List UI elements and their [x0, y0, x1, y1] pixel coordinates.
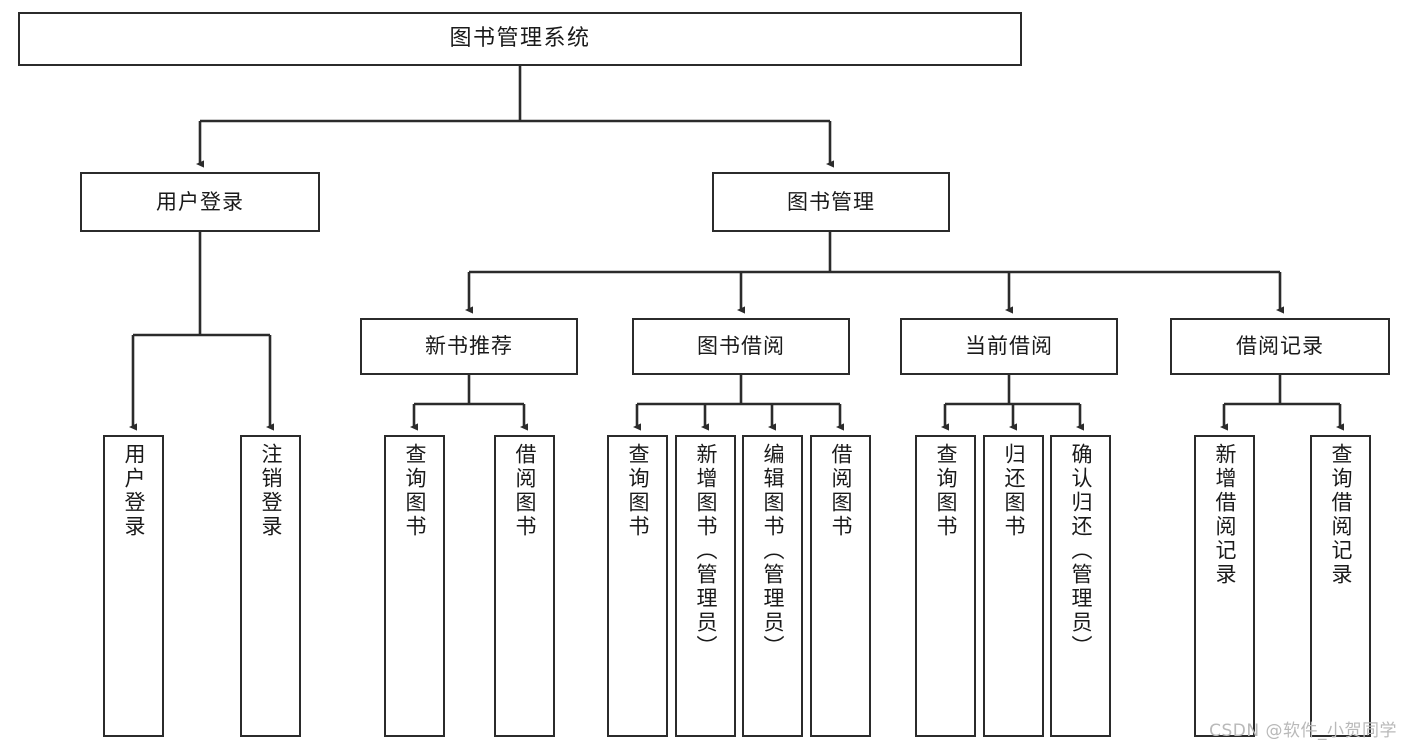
- leaf-borrow-record-1[interactable]: 查询借阅记录: [1310, 435, 1371, 737]
- node-book-borrow[interactable]: 图书借阅: [632, 318, 850, 375]
- leaf-borrow-record-1-label: 查询借阅记录: [1329, 443, 1353, 587]
- node-user-login[interactable]: 用户登录: [80, 172, 320, 232]
- node-borrow-record[interactable]: 借阅记录: [1170, 318, 1390, 375]
- leaf-user-login-0-label: 用户登录: [122, 443, 146, 539]
- node-book-borrow-label: 图书借阅: [697, 334, 785, 359]
- leaf-new-book-rec-1-label: 借阅图书: [513, 443, 537, 539]
- node-borrow-record-label: 借阅记录: [1236, 334, 1324, 359]
- node-current-borrow[interactable]: 当前借阅: [900, 318, 1118, 375]
- node-root-label: 图书管理系统: [449, 26, 591, 52]
- leaf-book-borrow-2-label: 编辑图书（管理员）: [761, 443, 785, 659]
- leaf-book-borrow-0[interactable]: 查询图书: [607, 435, 668, 737]
- node-new-book-recommend[interactable]: 新书推荐: [360, 318, 578, 375]
- leaf-current-borrow-0[interactable]: 查询图书: [915, 435, 976, 737]
- leaf-new-book-rec-0-label: 查询图书: [403, 443, 427, 539]
- leaf-book-borrow-3-label: 借阅图书: [829, 443, 853, 539]
- node-current-borrow-label: 当前借阅: [965, 334, 1053, 359]
- leaf-user-login-0[interactable]: 用户登录: [103, 435, 164, 737]
- leaf-book-borrow-2[interactable]: 编辑图书（管理员）: [742, 435, 803, 737]
- leaf-current-borrow-1[interactable]: 归还图书: [983, 435, 1044, 737]
- node-user-login-label: 用户登录: [156, 189, 244, 214]
- node-new-book-recommend-label: 新书推荐: [425, 334, 513, 359]
- node-book-manage-label: 图书管理: [787, 189, 875, 214]
- leaf-current-borrow-2-label: 确认归还（管理员）: [1069, 443, 1093, 659]
- leaf-new-book-rec-1[interactable]: 借阅图书: [494, 435, 555, 737]
- leaf-user-login-1[interactable]: 注销登录: [240, 435, 301, 737]
- leaf-current-borrow-2[interactable]: 确认归还（管理员）: [1050, 435, 1111, 737]
- watermark-text: CSDN @软件_小贺同学: [1209, 721, 1397, 741]
- leaf-book-borrow-0-label: 查询图书: [626, 443, 650, 539]
- leaf-current-borrow-1-label: 归还图书: [1002, 443, 1026, 539]
- leaf-borrow-record-0-label: 新增借阅记录: [1213, 443, 1237, 587]
- leaf-current-borrow-0-label: 查询图书: [934, 443, 958, 539]
- node-book-manage[interactable]: 图书管理: [712, 172, 950, 232]
- leaf-borrow-record-0[interactable]: 新增借阅记录: [1194, 435, 1255, 737]
- leaf-book-borrow-1[interactable]: 新增图书（管理员）: [675, 435, 736, 737]
- leaf-book-borrow-1-label: 新增图书（管理员）: [694, 443, 718, 659]
- leaf-new-book-rec-0[interactable]: 查询图书: [384, 435, 445, 737]
- leaf-book-borrow-3[interactable]: 借阅图书: [810, 435, 871, 737]
- node-root[interactable]: 图书管理系统: [18, 12, 1022, 66]
- leaf-user-login-1-label: 注销登录: [259, 443, 283, 539]
